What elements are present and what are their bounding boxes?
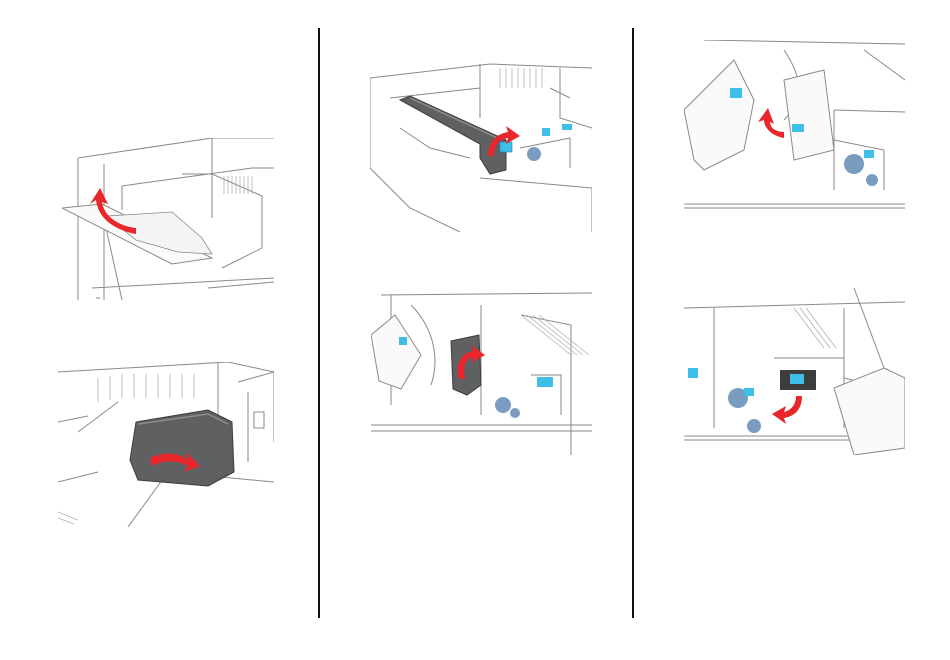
- swing-door-panel: [784, 70, 834, 160]
- open-arrow-icon: [758, 108, 784, 138]
- printer-output-tray-drawing: [62, 138, 274, 300]
- close-arrow-icon: [772, 396, 802, 424]
- step-1-illustration: [62, 138, 274, 300]
- column-divider-left: [318, 28, 320, 618]
- step-6-illustration: [684, 288, 905, 455]
- blue-latch: [500, 142, 512, 152]
- step-4-illustration: [371, 285, 592, 455]
- dark-cover: [130, 410, 234, 486]
- lift-handle-drawing: [370, 58, 592, 232]
- finisher-cover-drawing: [58, 362, 274, 527]
- rotate-door-drawing: [371, 285, 592, 455]
- right-open-door: [834, 368, 905, 455]
- left-door-panel: [371, 315, 421, 389]
- dark-door-panel: [451, 335, 481, 395]
- close-door-drawing: [684, 288, 905, 455]
- step-2-illustration: [58, 362, 274, 527]
- column-divider-right: [632, 28, 634, 618]
- step-3-illustration: [370, 58, 592, 232]
- knob-icon: [527, 147, 541, 161]
- open-door-drawing: [684, 40, 905, 210]
- step-5-illustration: [684, 40, 905, 210]
- blue-latch-left: [399, 337, 407, 345]
- open-left-door: [684, 60, 754, 170]
- knob-icon: [495, 397, 511, 413]
- knob-icon: [844, 154, 864, 174]
